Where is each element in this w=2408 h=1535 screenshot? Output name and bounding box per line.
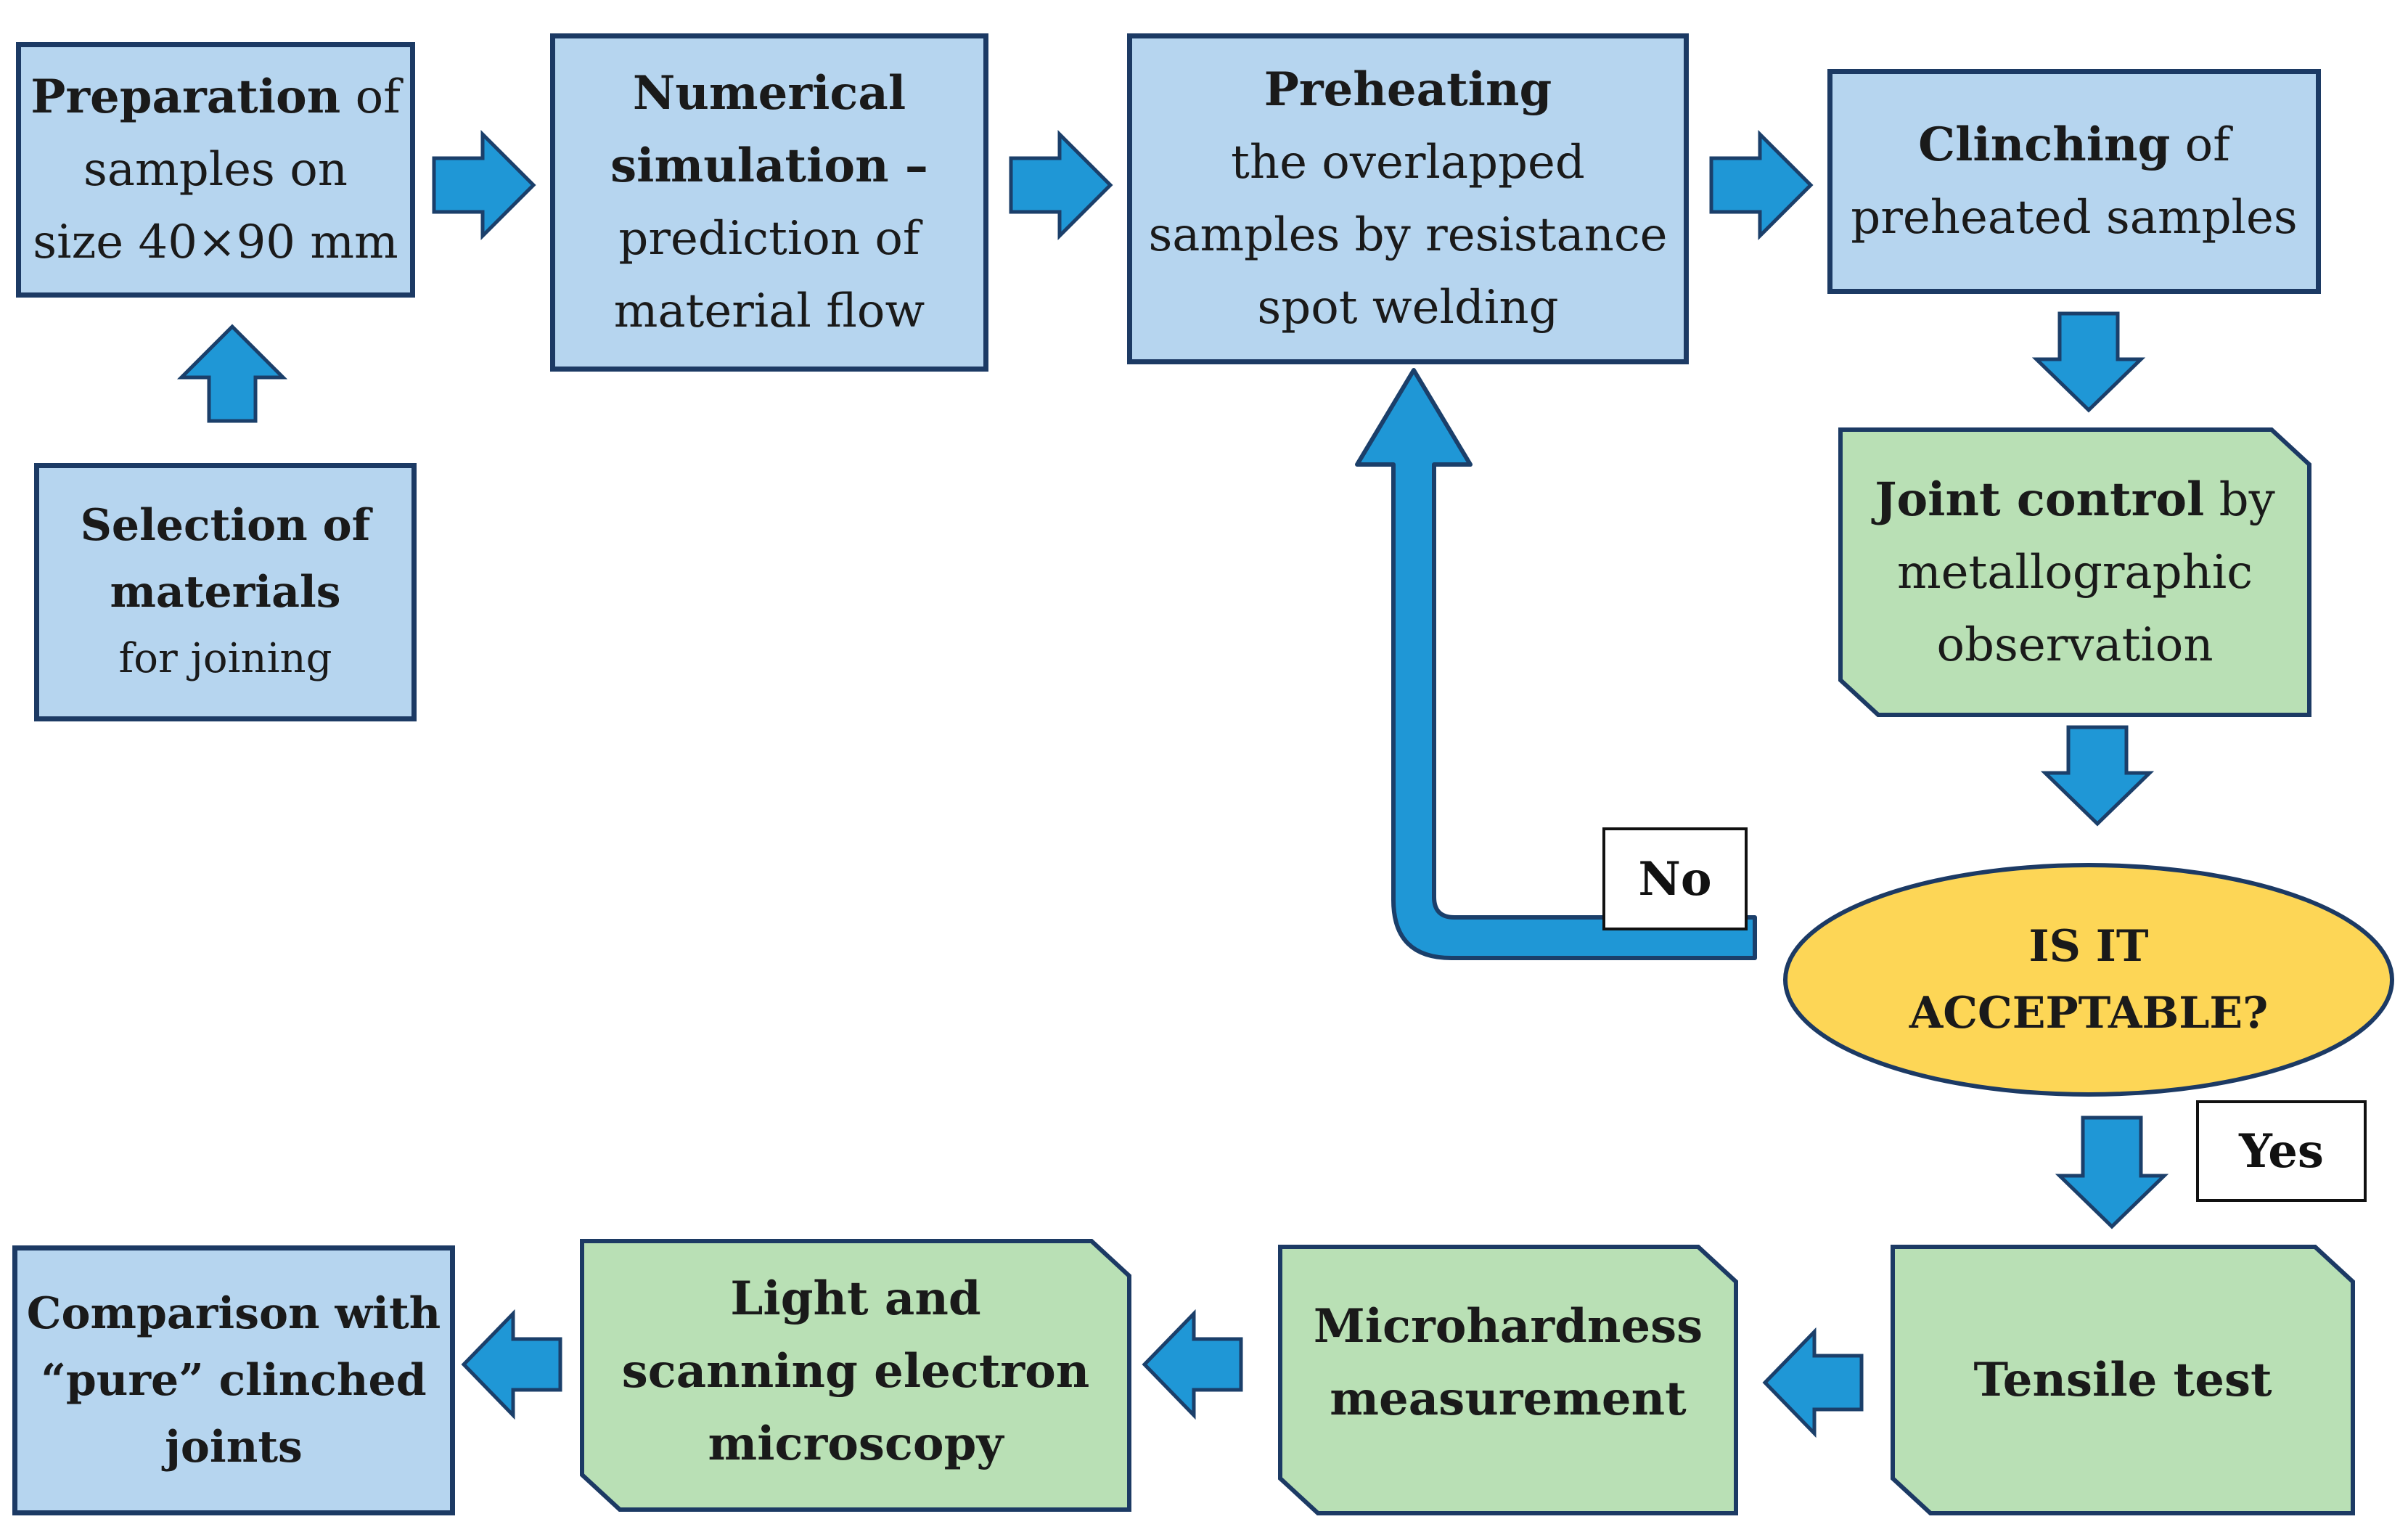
joint-control-line2: metallographic: [1896, 545, 2253, 599]
clinching-line2: preheated samples: [1851, 191, 2298, 245]
arrow-right-icon: [1709, 129, 1814, 241]
simulation-line4: material flow: [613, 285, 925, 338]
comparison-box: Comparison with “pure” clinched joints: [12, 1245, 455, 1515]
preheating-box: Preheating the overlapped samples by res…: [1127, 33, 1689, 364]
clinching-box: Clinching of preheated samples: [1827, 69, 2321, 294]
joint-control-shape: [1838, 427, 2311, 717]
preheating-line1: Preheating: [1264, 62, 1552, 117]
decision-line2: ACCEPTABLE?: [1909, 988, 2269, 1039]
arrow-left-icon: [1762, 1327, 1864, 1438]
selection-line3: for joining: [118, 635, 332, 682]
microhardness-text: Microhardness measurement: [1280, 1247, 1736, 1479]
arrow-down-icon: [2055, 1116, 2169, 1229]
joint-control-line3: observation: [1936, 618, 2214, 672]
decision-text: IS IT ACCEPTABLE?: [1785, 865, 2392, 1094]
selection-box: Selection of materials for joining: [34, 463, 417, 721]
joint-control-line1: Joint control by: [1875, 472, 2275, 527]
preheating-line3: samples by resistance: [1148, 208, 1668, 262]
selection-line1: Selection of: [80, 500, 371, 551]
no-label: No: [1602, 827, 1748, 930]
feedback-arrow-icon: [1355, 368, 1757, 960]
microscopy-text: Light and scanning electron microscopy: [582, 1263, 1129, 1473]
yes-label: Yes: [2196, 1100, 2367, 1202]
simulation-line3: prediction of: [618, 212, 920, 266]
decision-shape: [1783, 863, 2394, 1097]
arrow-down-icon: [2040, 725, 2155, 827]
microhardness-line2: measurement: [1330, 1372, 1687, 1426]
simulation-line1: Numerical: [632, 66, 906, 120]
preheating-line2: the overlapped: [1231, 136, 1585, 189]
simulation-box: Numerical simulation – prediction of mat…: [550, 33, 988, 372]
preparation-line1: Preparation of: [30, 70, 401, 124]
microscopy-line3: microscopy: [708, 1417, 1004, 1471]
preparation-line3: size 40×90 mm: [33, 216, 398, 269]
tensile-test-text: Tensile test: [1893, 1247, 2353, 1513]
arrow-right-icon: [432, 129, 536, 241]
microhardness-line1: Microhardness: [1313, 1299, 1703, 1354]
comparison-line3: joints: [165, 1422, 303, 1473]
preparation-line2: samples on: [83, 143, 348, 197]
decision-line1: IS IT: [2028, 921, 2149, 972]
selection-line2: materials: [110, 567, 341, 618]
clinching-line1: Clinching of: [1918, 118, 2230, 172]
comparison-line1: Comparison with: [26, 1288, 441, 1339]
microhardness-shape: [1278, 1245, 1738, 1515]
tensile-line1: Tensile test: [1973, 1352, 2272, 1407]
arrow-left-icon: [461, 1309, 562, 1420]
microscopy-line1: Light and: [730, 1272, 981, 1326]
arrow-down-icon: [2031, 311, 2146, 413]
microscopy-line2: scanning electron: [621, 1344, 1090, 1399]
simulation-line2: simulation –: [610, 139, 928, 193]
comparison-line2: “pure” clinched: [41, 1355, 427, 1406]
microscopy-shape: [580, 1239, 1131, 1512]
tensile-test-shape: [1891, 1245, 2355, 1515]
preparation-box: Preparation of samples on size 40×90 mm: [16, 42, 415, 298]
arrow-right-icon: [1009, 129, 1113, 241]
preheating-line4: spot welding: [1257, 281, 1559, 335]
joint-control-text: Joint control by metallographic observat…: [1840, 430, 2309, 715]
arrow-up-icon: [176, 324, 288, 423]
arrow-left-icon: [1142, 1309, 1243, 1420]
